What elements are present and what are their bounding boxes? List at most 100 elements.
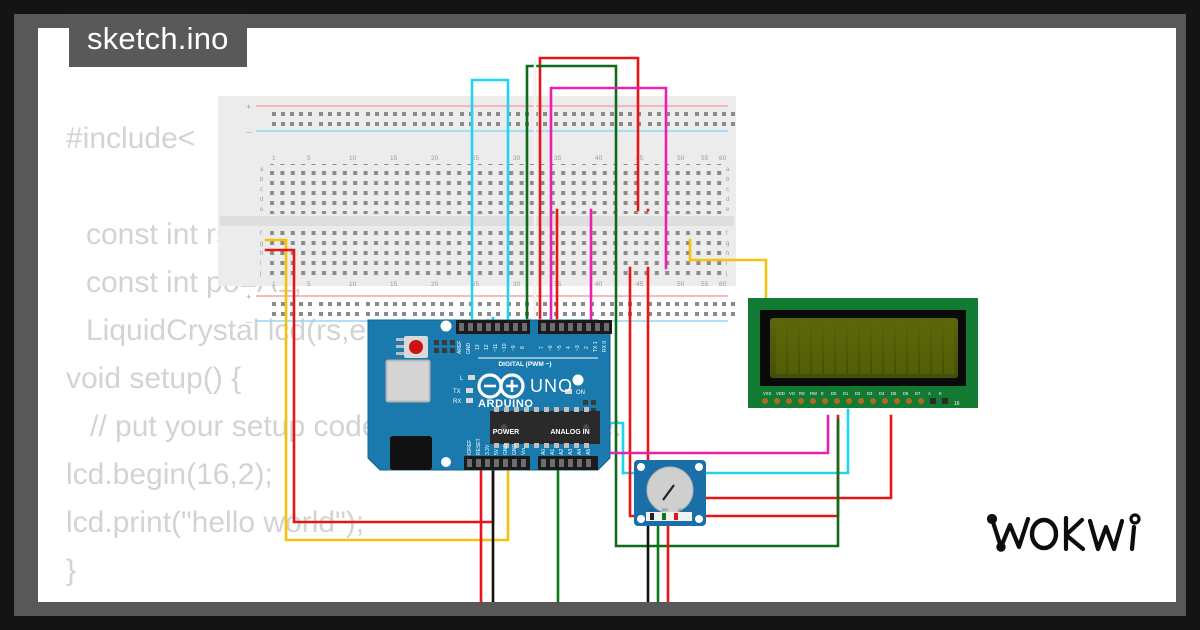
svg-text:A1: A1	[550, 449, 556, 455]
svg-text:~10: ~10	[502, 343, 508, 352]
breadboard-grid-lower	[270, 228, 722, 278]
svg-text:30: 30	[513, 155, 521, 162]
arduino-uno-board[interactable]: AREF GND 13 12 ~11 ~10 ~9 8 7 ~6 ~5 4 ~3…	[367, 319, 612, 471]
svg-text:~5: ~5	[557, 345, 563, 351]
svg-text:d: d	[726, 197, 729, 203]
svg-text:j: j	[259, 271, 261, 277]
svg-text:D5: D5	[891, 391, 897, 396]
svg-text:1: 1	[272, 281, 276, 288]
svg-text:d: d	[260, 197, 263, 203]
svg-text:c: c	[726, 187, 729, 193]
svg-text:A: A	[928, 391, 931, 396]
svg-text:45: 45	[636, 155, 644, 162]
svg-text:RW: RW	[810, 391, 817, 396]
svg-text:RX 0: RX 0	[602, 341, 608, 352]
wire-red-lcd-1[interactable]	[646, 266, 893, 500]
svg-text:AREF: AREF	[457, 341, 463, 354]
svg-text:–: –	[246, 317, 252, 328]
svg-text:40: 40	[595, 155, 603, 162]
svg-text:RESET: RESET	[476, 438, 482, 455]
svg-text:A4: A4	[577, 449, 583, 455]
diagram-canvas[interactable]: #include< const int rs=12,en=11,d4=5,d5=…	[38, 28, 1176, 602]
svg-text:4: 4	[566, 346, 572, 349]
digital-header-left[interactable]	[456, 320, 530, 334]
svg-text:f: f	[260, 231, 262, 237]
arduino-infinity-logo	[477, 373, 525, 399]
svg-text:7: 7	[539, 346, 545, 349]
breadboard-grid-upper	[270, 164, 722, 214]
svg-text:D2: D2	[855, 391, 861, 396]
breadboard-row-labels-upper: abc de abc de	[260, 167, 730, 213]
breadboard-plus-label: +	[246, 102, 251, 112]
svg-text:a: a	[260, 167, 264, 173]
wire-red-top-1[interactable]	[538, 56, 640, 320]
wire-green-lcd[interactable]	[614, 266, 840, 548]
breadboard-minus-label: –	[246, 127, 252, 138]
svg-text:e: e	[726, 207, 730, 213]
led-indicator-labels: L TX RX ON	[453, 376, 585, 405]
svg-text:GND: GND	[647, 508, 655, 512]
svg-text:E: E	[821, 391, 824, 396]
lcd-pin-count-label: 16	[954, 401, 960, 407]
digital-header-label: DIGITAL (PWM ~)	[498, 361, 551, 368]
svg-text:~11: ~11	[493, 344, 499, 352]
arduino-model-text: UNO	[530, 376, 573, 396]
svg-text:K: K	[939, 391, 942, 396]
wire-cyan-1[interactable]	[470, 78, 510, 320]
svg-text:i: i	[260, 261, 261, 267]
svg-text:c: c	[260, 187, 263, 193]
svg-text:2: 2	[584, 346, 590, 349]
svg-text:A5: A5	[586, 449, 592, 455]
power-pin-labels: IOREF RESET 3.3V 5V GND GND Vin	[467, 438, 527, 455]
svg-text:55: 55	[701, 155, 709, 162]
svg-text:45: 45	[636, 281, 644, 288]
svg-text:~9: ~9	[511, 345, 517, 351]
svg-text:13: 13	[475, 344, 481, 350]
svg-text:h: h	[726, 251, 729, 257]
svg-text:j: j	[725, 271, 727, 277]
lcd-pin-holes[interactable]	[762, 398, 948, 404]
wokwi-logo	[986, 509, 1146, 560]
svg-text:A3: A3	[568, 449, 574, 455]
digital-header-right[interactable]	[538, 320, 612, 334]
svg-text:D7: D7	[915, 391, 921, 396]
file-tab-sketch-ino[interactable]: sketch.ino	[69, 14, 247, 67]
svg-text:5V: 5V	[494, 448, 500, 455]
wire-yellow-bb-left[interactable]	[264, 238, 510, 542]
svg-text:20: 20	[431, 155, 439, 162]
svg-text:3.3V: 3.3V	[485, 444, 491, 455]
svg-text:15: 15	[390, 281, 398, 288]
svg-text:f: f	[726, 231, 728, 237]
svg-text:35: 35	[554, 155, 562, 162]
svg-text:D3: D3	[867, 391, 873, 396]
svg-text:b: b	[726, 177, 730, 183]
svg-text:50: 50	[677, 155, 685, 162]
svg-text:L: L	[460, 376, 464, 382]
atmega-chip	[490, 407, 600, 448]
wire-green-top-1[interactable]	[525, 64, 618, 320]
analog-header-label: ANALOG IN	[550, 429, 589, 436]
svg-text:VCC: VCC	[678, 508, 686, 512]
svg-text:5: 5	[307, 281, 311, 288]
wire-magenta-1[interactable]	[549, 86, 668, 320]
svg-text:TX: TX	[453, 389, 461, 395]
svg-text:40: 40	[595, 281, 603, 288]
svg-text:D4: D4	[879, 391, 885, 396]
breadboard-top-rail-holes	[272, 112, 735, 126]
svg-text:RX: RX	[453, 399, 461, 405]
svg-text:GND: GND	[466, 343, 472, 355]
potentiometer-knob-indicator	[662, 484, 675, 501]
lcd-character-cells	[776, 322, 954, 374]
svg-text:55: 55	[701, 281, 709, 288]
svg-text:1: 1	[272, 155, 276, 162]
svg-text:A2: A2	[559, 449, 565, 455]
svg-text:g: g	[260, 241, 263, 247]
svg-text:30: 30	[513, 281, 521, 288]
breadboard-row-labels-lower: fgh ij fgh ij	[259, 231, 729, 277]
